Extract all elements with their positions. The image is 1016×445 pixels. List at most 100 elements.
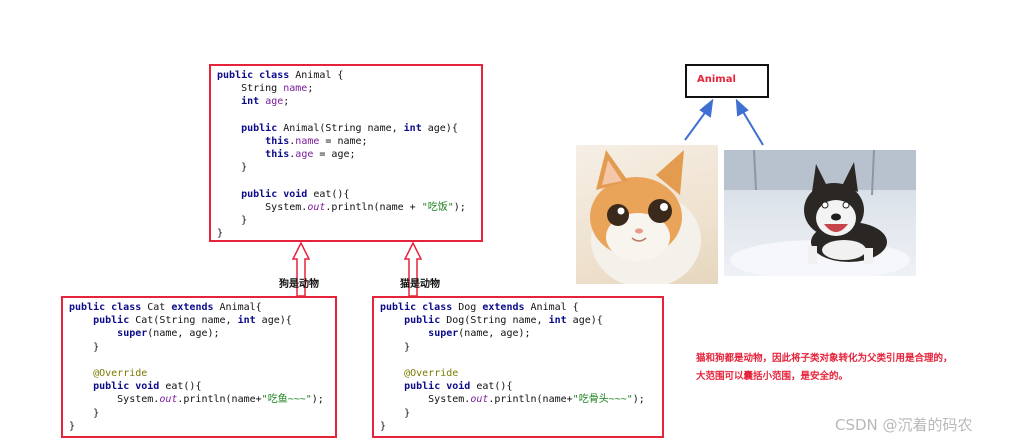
code-token: out — [470, 394, 489, 406]
code-token: } — [217, 215, 248, 227]
code-token: public — [93, 315, 130, 327]
code-token: .println(name+ — [488, 394, 573, 406]
code-token: } — [69, 341, 100, 353]
code-line: this.age = age; — [217, 148, 481, 161]
code-line: public Dog(String name, int age){ — [380, 314, 662, 327]
code-token: ); — [453, 202, 466, 214]
code-token: name — [295, 136, 320, 148]
code-token: age){ — [255, 315, 292, 327]
code-token: . — [289, 136, 296, 148]
code-token: Cat — [141, 302, 172, 313]
code-token: int — [241, 96, 260, 108]
code-token: out — [307, 202, 326, 214]
code-line: public Cat(String name, int age){ — [69, 314, 335, 327]
code-token: System. — [217, 202, 308, 214]
explanation-note: 猫和狗都是动物，因此将子类对象转化为父类引用是合理的， 大范围可以囊括小范围，是… — [696, 350, 953, 386]
code-line: } — [217, 227, 481, 240]
code-line: } — [217, 161, 481, 174]
code-line: this.name = name; — [217, 135, 481, 148]
code-token: Animal{ — [213, 302, 262, 313]
code-token: (name, age); — [458, 328, 531, 340]
code-token: .println(name+ — [177, 394, 262, 406]
code-line: public class Animal { — [217, 69, 481, 82]
code-token: "吃鱼~~~" — [261, 394, 312, 406]
code-line: public Animal(String name, int age){ — [217, 122, 481, 135]
code-token: eat(){ — [307, 188, 350, 200]
dog-photo-to-animal-arrow — [735, 98, 764, 146]
code-token: eat(){ — [470, 381, 513, 393]
code-line: } — [380, 420, 662, 433]
code-token: ; — [307, 83, 314, 95]
code-token: public void — [93, 381, 160, 393]
code-line: } — [380, 341, 662, 354]
code-line: } — [69, 341, 335, 354]
dog-class-code: public class Dog extends Animal { public… — [380, 301, 662, 433]
dog-class-code-box: public class Dog extends Animal { public… — [372, 296, 664, 438]
code-token: Animal { — [524, 302, 579, 313]
code-line: } — [69, 407, 335, 420]
code-line: public class Cat extends Animal{ — [69, 301, 335, 314]
explanation-note-line1: 猫和狗都是动物，因此将子类对象转化为父类引用是合理的， — [696, 353, 953, 364]
code-line: @Override — [380, 367, 662, 380]
code-token: Dog(String name, — [440, 315, 549, 327]
code-token: } — [217, 162, 248, 174]
code-line: } — [217, 214, 481, 227]
code-token: super — [117, 328, 148, 340]
code-token: System. — [69, 394, 160, 406]
code-token: Animal { — [289, 70, 344, 81]
code-token: public void — [404, 381, 471, 393]
code-token: extends — [171, 302, 214, 313]
cat-class-code: public class Cat extends Animal{ public … — [69, 301, 335, 433]
arrow-label-left: 狗是动物 — [279, 279, 319, 290]
code-token: age — [265, 96, 284, 108]
code-token: this — [265, 149, 290, 161]
code-token: ); — [311, 394, 324, 406]
cat-to-animal-arrow — [291, 241, 311, 297]
code-token: ; — [283, 96, 290, 108]
cat-photo-to-animal-arrow — [684, 98, 714, 141]
code-token: Animal(String name, — [277, 122, 404, 134]
watermark: CSDN @沉着的码农 — [835, 416, 973, 434]
code-token: (name, age); — [147, 328, 220, 340]
code-token: ); — [632, 394, 645, 406]
animal-class-code: public class Animal { String name; int a… — [217, 69, 481, 241]
code-token: } — [380, 341, 411, 353]
cat-photo — [576, 145, 718, 284]
code-line: System.out.println(name + "吃饭"); — [217, 201, 481, 214]
code-line: public void eat(){ — [380, 380, 662, 393]
code-token: int — [548, 315, 567, 327]
code-line: public void eat(){ — [217, 188, 481, 201]
cat-class-code-box: public class Cat extends Animal{ public … — [61, 296, 337, 438]
code-token: } — [69, 420, 76, 432]
animal-box-label: Animal — [697, 74, 736, 85]
code-line: public class Dog extends Animal { — [380, 301, 662, 314]
code-token: @Override — [404, 368, 459, 380]
code-token: age — [295, 149, 314, 161]
code-token: @Override — [93, 368, 148, 380]
code-token: public class — [217, 70, 290, 81]
code-token: } — [69, 407, 100, 419]
code-token: name — [283, 83, 308, 95]
code-line: System.out.println(name+"吃骨头~~~"); — [380, 393, 662, 406]
code-token: "吃骨头~~~" — [572, 394, 633, 406]
code-line: super(name, age); — [380, 327, 662, 340]
code-line: @Override — [69, 367, 335, 380]
code-token: eat(){ — [159, 381, 202, 393]
code-token: Dog — [452, 302, 483, 313]
code-token: System. — [380, 394, 471, 406]
code-token: age){ — [566, 315, 603, 327]
code-token: public void — [241, 188, 308, 200]
code-token: "吃饭" — [421, 202, 454, 214]
code-line: int age; — [217, 95, 481, 108]
code-token: . — [289, 149, 296, 161]
code-token: age){ — [421, 122, 458, 134]
animal-box: Animal — [685, 64, 769, 98]
code-token: } — [380, 407, 411, 419]
code-line: } — [380, 407, 662, 420]
code-token: } — [217, 228, 224, 240]
code-token: public — [404, 315, 441, 327]
code-token: = age; — [313, 149, 356, 161]
code-token: .println(name + — [325, 202, 422, 214]
code-line: String name; — [217, 82, 481, 95]
